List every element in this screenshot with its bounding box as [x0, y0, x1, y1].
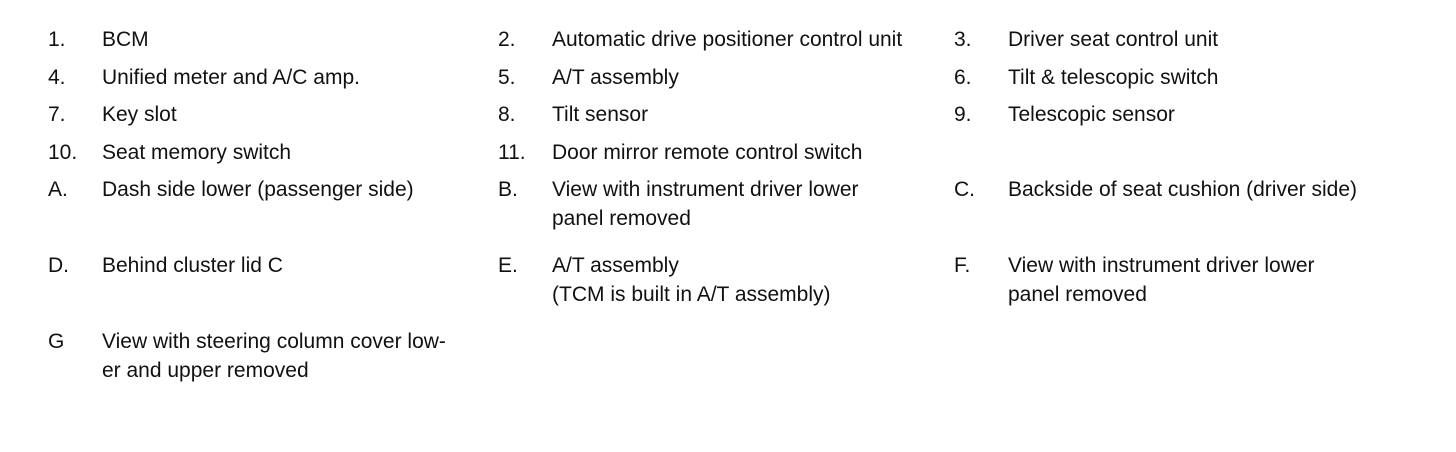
legend-item-letter: D. [48, 254, 69, 277]
legend-item-text: View with steering column cover low- er … [102, 330, 446, 382]
legend-item-text: Seat memory switch [102, 140, 292, 164]
legend-item-number: 9. [954, 103, 972, 126]
legend-item: E. A/T assembly (TCM is built in A/T ass… [498, 252, 954, 319]
legend-item-text: Tilt sensor [552, 103, 649, 126]
legend-item-text: Automatic drive positioner control unit [552, 28, 903, 51]
legend-item-number: 10. [48, 140, 78, 164]
legend-item-empty [498, 328, 954, 385]
legend-item-letter: A. [48, 178, 68, 201]
legend-item-number: 5. [498, 65, 516, 89]
legend-item-text: Tilt & telescopic switch [1008, 65, 1219, 89]
legend-item-number: 11. [498, 140, 526, 164]
legend-item-text: A/T assembly (TCM is built in A/T assemb… [552, 254, 831, 306]
legend-item: 1. BCM [48, 26, 498, 55]
legend-item: 8. Tilt sensor [498, 101, 954, 130]
legend-item: B. View with instrument driver lower pan… [498, 176, 954, 243]
legend-item-text: View with instrument driver lower panel … [1008, 254, 1315, 306]
legend-item-letter: B. [498, 178, 518, 201]
legend-item-number: 3. [954, 28, 972, 51]
legend-item-letter: E. [498, 254, 518, 277]
legend-item: 5. A/T assembly [498, 64, 954, 93]
legend-item-text: BCM [102, 28, 149, 51]
legend-item-text: Telescopic sensor [1008, 103, 1175, 126]
legend-item-empty [954, 139, 1428, 168]
legend-item-letter: F. [954, 254, 971, 277]
legend-item: F. View with instrument driver lower pan… [954, 252, 1428, 319]
legend-item: 3. Driver seat control unit [954, 26, 1428, 55]
legend-item-number: 4. [48, 65, 66, 89]
legend-item: A. Dash side lower (passenger side) [48, 176, 498, 243]
legend-item: G View with steering column cover low- e… [48, 328, 498, 385]
legend-item: 10. Seat memory switch [48, 139, 498, 168]
legend-item: 11. Door mirror remote control switch [498, 139, 954, 168]
legend-item: 4. Unified meter and A/C amp. [48, 64, 498, 93]
legend-item-number: 1. [48, 28, 66, 51]
legend-item: D. Behind cluster lid C [48, 252, 498, 319]
legend-item-text: Key slot [102, 103, 177, 126]
legend-item-text: Behind cluster lid C [102, 254, 283, 277]
legend-item-text: Door mirror remote control switch [552, 140, 863, 164]
legend-item-empty [954, 328, 1428, 385]
legend-item-number: 7. [48, 103, 66, 126]
legend-item-text: A/T assembly [552, 65, 679, 89]
legend-item-text: View with instrument driver lower panel … [552, 178, 859, 230]
legend-item-text: Driver seat control unit [1008, 28, 1219, 51]
legend-item-letter: C. [954, 178, 975, 201]
legend-item: 6. Tilt & telescopic switch [954, 64, 1428, 93]
legend-item-text: Unified meter and A/C amp. [102, 65, 360, 89]
legend-item: 9. Telescopic sensor [954, 101, 1428, 130]
legend-item-number: 8. [498, 103, 516, 126]
legend-item-text: Dash side lower (passenger side) [102, 178, 414, 201]
legend-item-text: Backside of seat cushion (driver side) [1008, 178, 1357, 201]
legend-item-number: 2. [498, 28, 516, 51]
legend-item: 2. Automatic drive positioner control un… [498, 26, 954, 55]
legend-item: C. Backside of seat cushion (driver side… [954, 176, 1428, 243]
legend-item-number: 6. [954, 65, 972, 89]
legend-item-letter: G [48, 330, 65, 353]
legend-item: 7. Key slot [48, 101, 498, 130]
legend-list: 1. BCM 2. Automatic drive positioner con… [48, 26, 1428, 385]
